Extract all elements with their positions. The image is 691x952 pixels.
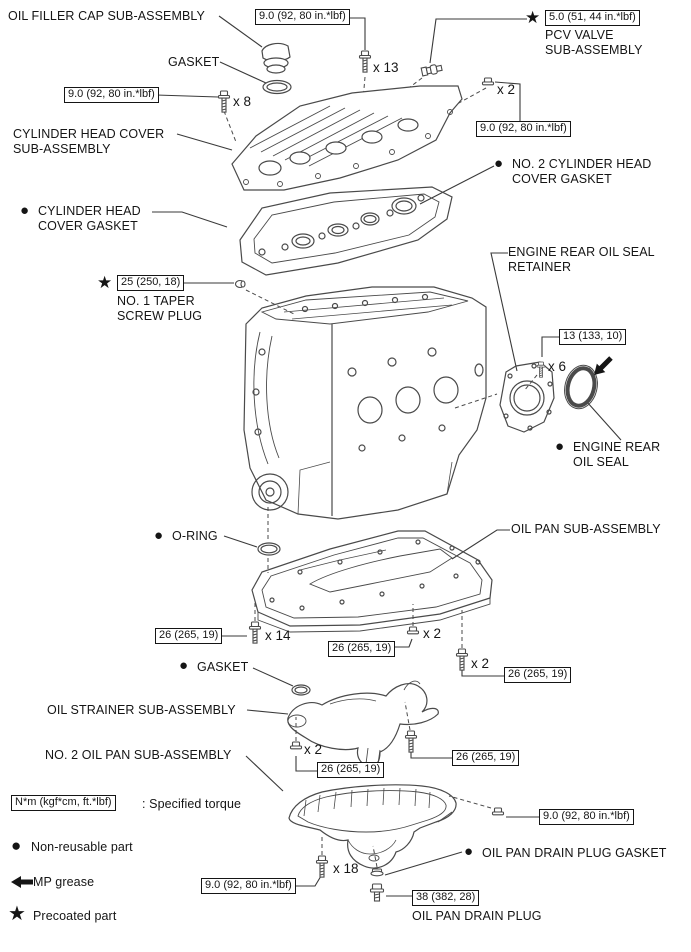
bolt-icon <box>536 361 546 378</box>
torque-box-taper-plug: 25 (250, 18) <box>117 275 185 291</box>
non-reusable-icon: ● <box>179 657 189 674</box>
no2-oil-pan-drawing <box>288 784 457 869</box>
nut-icon <box>289 741 303 750</box>
legend-non-reusable: Non-reusable part <box>31 840 133 854</box>
bolt-icon <box>358 50 372 73</box>
part-label-o-ring: O-RING <box>172 529 218 543</box>
legend-torque-box: N*m (kgf*cm, ft.*lbf) <box>11 795 116 811</box>
filler-cap-gasket-drawing <box>262 79 292 95</box>
torque-box-no2-pan-nut: 9.0 (92, 80 in.*lbf) <box>539 809 634 825</box>
count-x13: x 13 <box>373 60 399 75</box>
part-label-head-cover-line2: SUB-ASSEMBLY <box>13 142 111 156</box>
leader-lines <box>152 15 622 897</box>
part-label-rear-seal-line1: ENGINE REAR <box>573 440 661 454</box>
legend-torque-desc: : Specified torque <box>142 797 242 811</box>
non-reusable-icon: ● <box>20 202 30 219</box>
torque-box-strainer-nuts: 26 (265, 19) <box>317 762 385 778</box>
part-label-pcv-line2: SUB-ASSEMBLY <box>545 43 643 57</box>
precoated-icon: ★ <box>97 273 113 292</box>
torque-box-filler-cap: 9.0 (92, 80 in.*lbf) <box>255 9 350 25</box>
non-reusable-icon: ● <box>154 527 164 544</box>
torque-box-pcv: 5.0 (51, 44 in.*lbf) <box>545 10 640 26</box>
bolt-icon <box>455 648 469 671</box>
nut-icon <box>491 807 505 816</box>
part-label-drain-plug: OIL PAN DRAIN PLUG <box>412 909 542 923</box>
part-label-retainer-line2: RETAINER <box>508 260 572 274</box>
nut-icon <box>481 77 495 86</box>
taper-screw-plug-drawing <box>234 279 246 289</box>
strainer-gasket-drawing <box>291 684 311 696</box>
legend-precoated: Precoated part <box>33 909 117 923</box>
bolt-icon <box>217 90 231 113</box>
o-ring-drawing <box>257 542 281 556</box>
count-x2-pan-nuts: x 2 <box>423 626 442 641</box>
legend-mp-grease-arrow-icon <box>11 876 33 888</box>
non-reusable-icon: ● <box>11 836 22 855</box>
part-label-no2-gasket-line1: NO. 2 CYLINDER HEAD <box>512 157 652 171</box>
bolt-icon <box>404 730 418 753</box>
part-label-no2-oil-pan: NO. 2 OIL PAN SUB-ASSEMBLY <box>45 748 232 762</box>
part-label-oil-strainer: OIL STRAINER SUB-ASSEMBLY <box>47 703 236 717</box>
bolt-icon <box>248 621 262 644</box>
oil-pan-drawing <box>251 530 493 633</box>
cylinder-head-cover-drawing <box>231 85 463 191</box>
oil-strainer-drawing <box>287 680 439 767</box>
torque-box-pan-nuts: 26 (265, 19) <box>328 641 396 657</box>
torque-box-cover-nuts: 9.0 (92, 80 in.*lbf) <box>476 121 571 137</box>
torque-box-drain-plug: 38 (382, 28) <box>412 890 480 906</box>
pcv-valve-drawing <box>420 64 443 77</box>
part-label-no2-gasket-line2: COVER GASKET <box>512 172 612 186</box>
assembly-dashed-lines <box>223 76 538 868</box>
count-x14: x 14 <box>265 628 291 643</box>
count-x2-strainer: x 2 <box>304 742 323 757</box>
part-label-head-cover-line1: CYLINDER HEAD COVER <box>13 127 165 141</box>
part-label-rear-seal-line2: OIL SEAL <box>573 455 629 469</box>
rear-oil-seal-drawing <box>564 364 598 410</box>
engine-block-drawing <box>243 286 487 520</box>
torque-box-pan-bolts-2: 26 (265, 19) <box>504 667 572 683</box>
head-cover-gasket-drawing <box>239 186 453 276</box>
part-label-head-gasket-line2: COVER GASKET <box>38 219 138 233</box>
part-label-taper-plug-line1: NO. 1 TAPER <box>117 294 195 308</box>
mp-grease-arrow-icon <box>594 356 613 375</box>
torque-box-strainer-bolt: 26 (265, 19) <box>452 750 520 766</box>
part-label-taper-plug-line2: SCREW PLUG <box>117 309 203 323</box>
count-x2-pan-bolts: x 2 <box>471 656 490 671</box>
non-reusable-icon: ● <box>464 843 474 860</box>
drain-plug-drawing <box>369 883 385 902</box>
part-label-pcv-line1: PCV VALVE <box>545 28 614 42</box>
oil-filler-cap-drawing <box>261 42 291 74</box>
rear-oil-seal-retainer-drawing <box>499 361 555 433</box>
bolt-icon <box>315 855 329 878</box>
torque-box-retainer-bolts: 13 (133, 10) <box>559 329 627 345</box>
part-label-drain-plug-gasket: OIL PAN DRAIN PLUG GASKET <box>482 846 667 860</box>
non-reusable-icon: ● <box>494 155 504 172</box>
count-x8: x 8 <box>233 94 252 109</box>
part-label-head-gasket-line1: CYLINDER HEAD <box>38 204 141 218</box>
torque-box-no2-pan-bolts: 9.0 (92, 80 in.*lbf) <box>201 878 296 894</box>
precoated-icon: ★ <box>8 903 26 925</box>
torque-box-pan-bolts: 26 (265, 19) <box>155 628 223 644</box>
part-label-oil-pan: OIL PAN SUB-ASSEMBLY <box>511 522 661 536</box>
nut-icon <box>406 626 420 635</box>
part-label-gasket-mid: GASKET <box>197 660 249 674</box>
non-reusable-icon: ● <box>555 438 565 455</box>
part-label-oil-filler-cap: OIL FILLER CAP SUB-ASSEMBLY <box>8 9 205 23</box>
legend-mp-grease: MP grease <box>33 875 95 889</box>
drain-plug-gasket-drawing <box>370 868 384 877</box>
part-label-retainer-line1: ENGINE REAR OIL SEAL <box>508 245 655 259</box>
count-x2-cover-nuts: x 2 <box>497 82 516 97</box>
precoated-icon: ★ <box>525 8 541 27</box>
torque-box-cover-bolts: 9.0 (92, 80 in.*lbf) <box>64 87 159 103</box>
count-x6: x 6 <box>548 359 567 374</box>
part-label-gasket-top: GASKET <box>168 55 220 69</box>
count-x18: x 18 <box>333 861 359 876</box>
